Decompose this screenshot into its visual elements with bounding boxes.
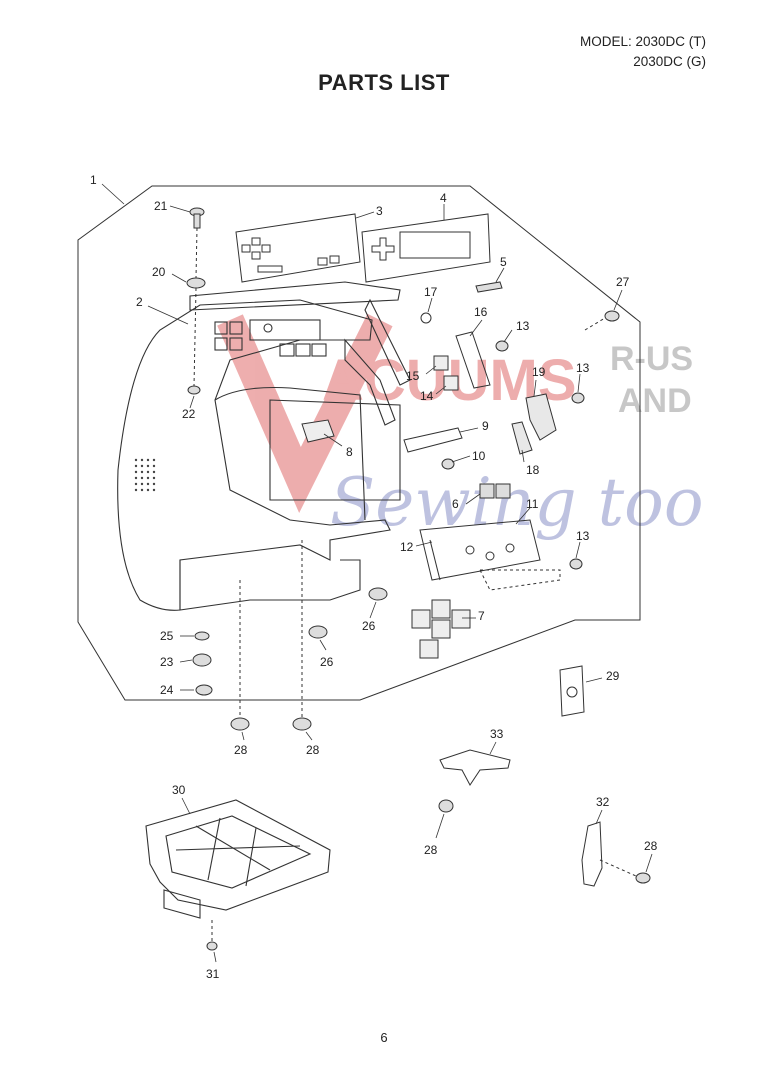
part-6-connector-a [479, 483, 495, 499]
speaker-grille [134, 458, 156, 492]
leader-lines [101, 183, 653, 963]
label-part-23: 23 [160, 655, 174, 669]
label-part-9: 9 [482, 419, 489, 433]
guide-lines [193, 227, 637, 942]
label-part-32: 32 [596, 795, 610, 809]
part-19-holder [525, 393, 557, 441]
part-labels: 1 2 3 4 5 6 7 8 9 10 11 12 13 13 13 14 1… [90, 173, 658, 981]
part-4-window-sheet [361, 213, 491, 283]
label-part-13-a: 13 [516, 319, 530, 333]
label-part-28-c: 28 [424, 843, 438, 857]
part-18-sensor [511, 421, 533, 455]
label-part-2: 2 [136, 295, 143, 309]
label-part-21: 21 [154, 199, 168, 213]
page-number: 6 [380, 1030, 388, 1045]
label-part-7: 7 [478, 609, 485, 623]
label-part-14: 14 [420, 389, 434, 403]
part-8-knob [301, 419, 335, 443]
label-part-18: 18 [526, 463, 540, 477]
label-part-11: 11 [526, 497, 539, 511]
label-part-28-d: 28 [644, 839, 658, 853]
watermark-and: AND [618, 382, 692, 420]
part-14-switch [443, 375, 459, 391]
label-part-13-c: 13 [576, 529, 590, 543]
part-6-connector-b [495, 483, 511, 499]
part-15-switch [433, 355, 449, 371]
model-line-2: 2030DC (G) [633, 54, 706, 69]
model-line-1: MODEL: 2030DC (T) [579, 34, 706, 49]
label-part-12: 12 [400, 540, 414, 554]
watermark-script: Sewing too [330, 464, 704, 541]
front-cover-housing [117, 281, 411, 611]
part-5-clip [475, 281, 503, 293]
part-30-tray [145, 799, 331, 919]
screws [186, 207, 651, 951]
part-3-panel-sheet [235, 213, 361, 283]
part-11-pcb [419, 519, 561, 591]
page-title: PARTS LIST [318, 70, 450, 95]
label-part-29: 29 [606, 669, 620, 683]
label-part-10: 10 [472, 449, 486, 463]
label-part-30: 30 [172, 783, 186, 797]
label-part-16: 16 [474, 305, 488, 319]
label-part-1: 1 [90, 173, 97, 187]
part-33-spring [439, 749, 511, 786]
watermark-v-shape [217, 313, 393, 513]
label-part-24: 24 [160, 683, 174, 697]
label-part-19: 19 [532, 365, 546, 379]
label-part-27: 27 [616, 275, 630, 289]
label-part-28-b: 28 [306, 743, 320, 757]
label-part-8: 8 [346, 445, 353, 459]
label-part-28-a: 28 [234, 743, 248, 757]
label-part-33: 33 [490, 727, 504, 741]
assembly-outline [77, 185, 641, 701]
label-part-6: 6 [452, 497, 459, 511]
part-32-bracket [581, 821, 603, 887]
label-part-22: 22 [182, 407, 196, 421]
part-9-lever [403, 427, 463, 453]
label-part-3: 3 [376, 204, 383, 218]
label-part-26-b: 26 [362, 619, 376, 633]
label-part-20: 20 [152, 265, 166, 279]
label-part-25: 25 [160, 629, 174, 643]
label-part-31: 31 [206, 967, 220, 981]
watermark-rus: R-US [610, 340, 693, 378]
part-16-bracket [455, 331, 491, 389]
label-part-5: 5 [500, 255, 507, 269]
label-part-17: 17 [424, 285, 438, 299]
label-part-13-b: 13 [576, 361, 590, 375]
label-part-4: 4 [440, 191, 447, 205]
part-7-switch-cluster [411, 599, 471, 659]
label-part-15: 15 [406, 369, 420, 383]
part-29-plate [559, 665, 585, 717]
label-part-26-a: 26 [320, 655, 334, 669]
part-17-washer [420, 312, 432, 324]
